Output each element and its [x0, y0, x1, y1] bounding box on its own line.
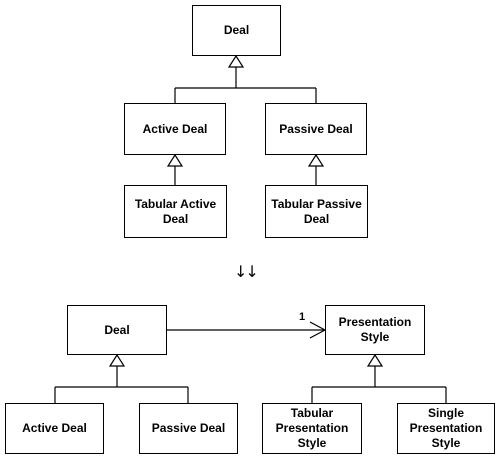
class-tabular-passive-deal-label: Tabular Passive Deal [271, 196, 362, 226]
class-active-deal-top-label: Active Deal [142, 121, 208, 136]
generalization-deal-bottom [54, 353, 189, 403]
class-tabular-passive-deal: Tabular Passive Deal [265, 185, 368, 238]
class-active-deal-bottom-label: Active Deal [22, 421, 87, 435]
generalization-presentation-bottom [311, 353, 447, 403]
association-deal-presentation [167, 321, 327, 339]
transformation-arrows: ↓↓ [234, 262, 259, 281]
generalization-deal-top [174, 54, 317, 103]
class-presentation-style-label: Presentation Style [338, 315, 412, 344]
class-tabular-presentation-style-label: Tabular Presentation Style [275, 406, 349, 450]
inheritance-triangle [108, 353, 126, 367]
class-presentation-style: Presentation Style [325, 305, 425, 355]
inheritance-triangle [366, 353, 384, 367]
generalization-active-top [166, 153, 184, 185]
class-deal-bottom: Deal [67, 305, 167, 355]
class-passive-deal-bottom-label: Passive Deal [151, 421, 226, 435]
class-passive-deal-top-label: Passive Deal [279, 121, 353, 136]
inheritance-triangle [307, 153, 325, 167]
class-active-deal-top: Active Deal [124, 103, 226, 155]
class-deal-top-label: Deal [223, 23, 250, 37]
class-single-presentation-style-label: Single Presentation Style [409, 406, 483, 450]
multiplicity-label: 1 [299, 311, 306, 323]
class-passive-deal-top: Passive Deal [265, 103, 367, 155]
class-deal-bottom-label: Deal [104, 322, 130, 337]
generalization-passive-top [307, 153, 325, 185]
class-tabular-active-deal-label: Tabular Active Deal [134, 196, 217, 226]
class-passive-deal-bottom: Passive Deal [139, 403, 238, 454]
class-deal-top: Deal [192, 5, 281, 56]
class-tabular-active-deal: Tabular Active Deal [124, 185, 227, 238]
inheritance-triangle [227, 54, 245, 68]
inheritance-triangle [166, 153, 184, 167]
class-single-presentation-style: Single Presentation Style [397, 403, 495, 454]
class-active-deal-bottom: Active Deal [5, 403, 104, 454]
class-tabular-presentation-style: Tabular Presentation Style [262, 403, 362, 454]
